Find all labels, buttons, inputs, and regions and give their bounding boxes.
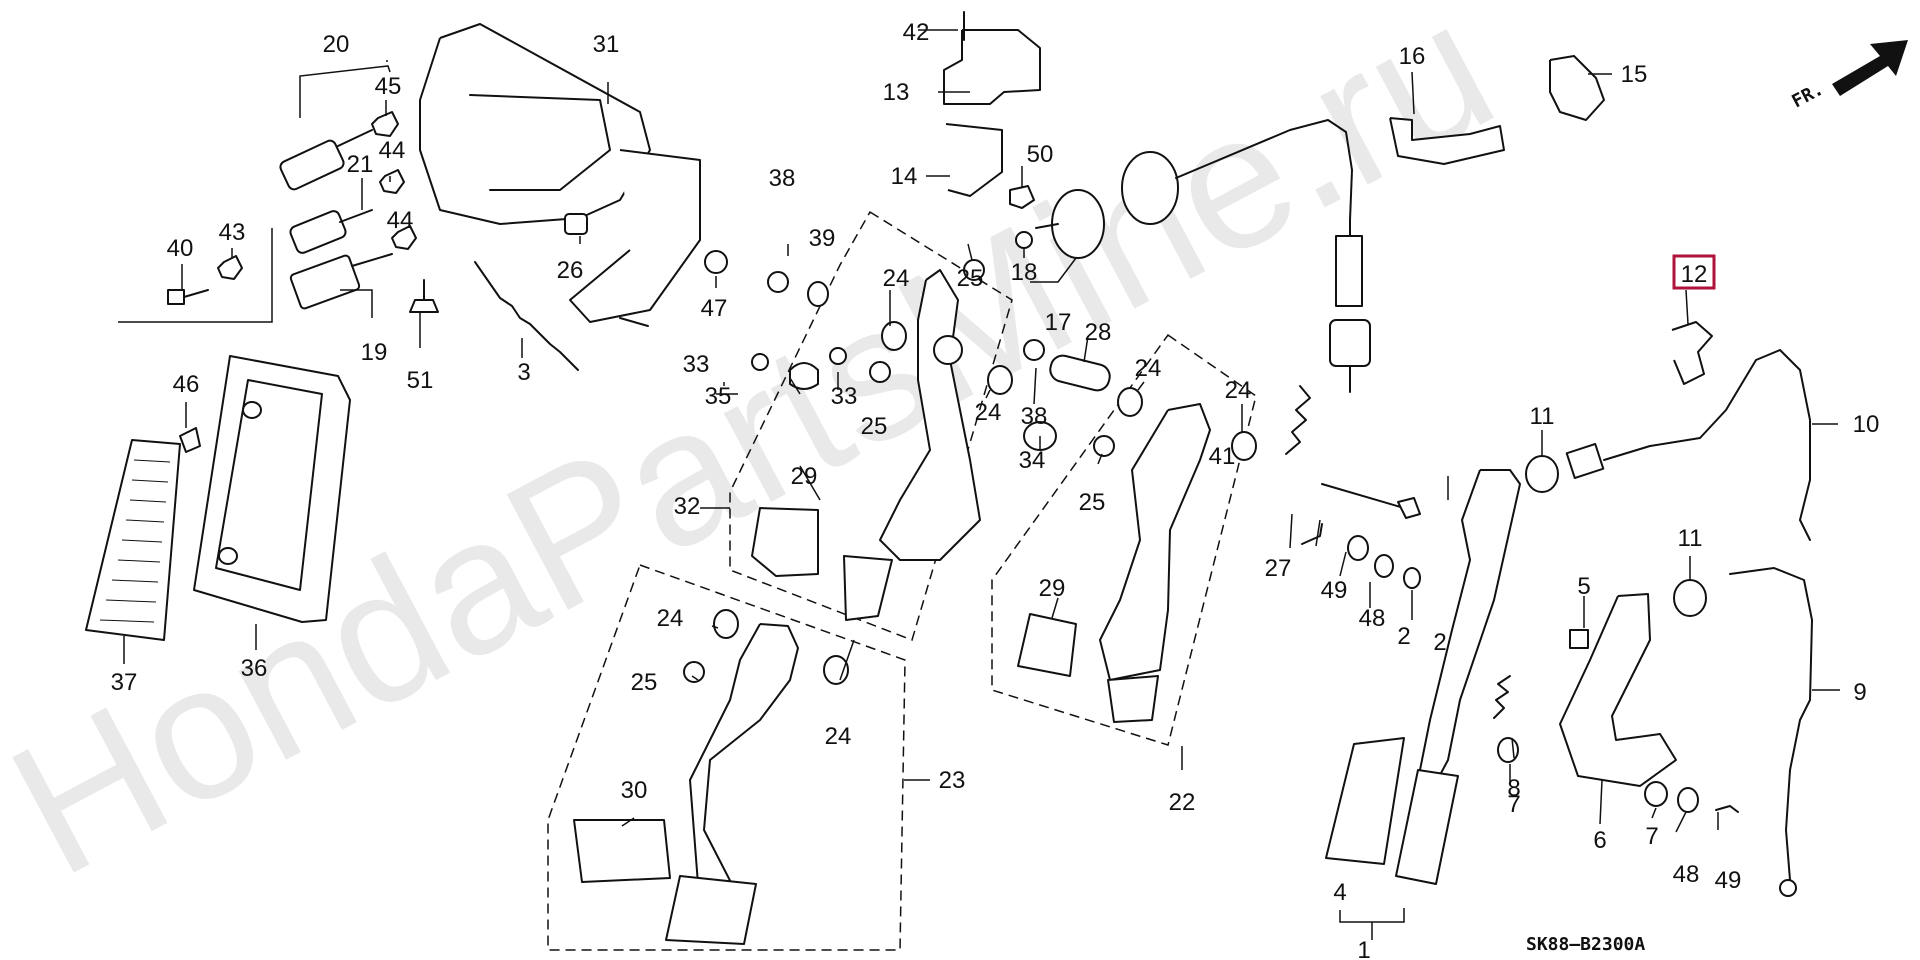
callout-label: 30 [621, 777, 648, 804]
callout-label: 24 [1135, 355, 1162, 382]
bracket-31 [419, 23, 701, 327]
callout-label: 35 [705, 383, 732, 410]
callout-label: 6 [1593, 827, 1606, 854]
callout-label: 10 [1853, 411, 1880, 438]
callout-label-highlighted: 12 [1681, 261, 1708, 288]
switch-19 [289, 253, 393, 310]
bolt-51 [409, 279, 439, 313]
callout-label: 34 [1019, 447, 1046, 474]
group-outlines [118, 60, 1257, 951]
cable-10 [1565, 349, 1811, 541]
callout-label: 23 [939, 767, 966, 794]
callout-label: 17 [1045, 309, 1072, 336]
callout-label: 33 [683, 351, 710, 378]
callout-label: 9 [1853, 679, 1866, 706]
accelerator-pedal-1 [1325, 469, 1521, 885]
callout-label: 38 [1021, 403, 1048, 430]
pedal-assembly-32 [751, 269, 981, 621]
callout-labels: 1 2 2 3 4 5 6 7 7 8 9 10 11 11 12 13 14 … [111, 19, 1880, 960]
bracket-13 [943, 11, 1041, 105]
callout-label: 15 [1621, 61, 1648, 88]
pedal-pad-37 [85, 439, 181, 641]
callout-label: 25 [631, 669, 658, 696]
bolt-40 [167, 289, 209, 305]
pedal-assembly-23 [573, 623, 799, 945]
callout-label: 1 [1357, 937, 1370, 960]
callout-label: 29 [791, 463, 818, 490]
cable-9 [1729, 567, 1813, 897]
callout-label: 26 [557, 257, 584, 284]
callout-label: 31 [593, 31, 620, 58]
callout-label: 25 [1079, 489, 1106, 516]
callout-label: 24 [883, 265, 910, 292]
callout-label: 40 [167, 235, 194, 262]
callout-label: 11 [1530, 403, 1555, 430]
callout-label: 8 [1507, 775, 1520, 802]
callout-label: 21 [347, 151, 374, 178]
cover-36 [193, 355, 351, 623]
callout-label: 49 [1715, 867, 1742, 894]
callout-label: 33 [831, 383, 858, 410]
callout-label: 37 [111, 669, 138, 696]
pedal-assembly-22 [1017, 403, 1211, 723]
callout-label: 7 [1507, 791, 1520, 818]
callout-label: 2 [1433, 629, 1446, 656]
switch-21 [289, 209, 373, 254]
callout-label: 2 [1397, 623, 1410, 650]
diagram-code: SK88–B2300A [1526, 934, 1645, 955]
callout-label: 42 [903, 19, 930, 46]
leader-lines [123, 29, 1840, 940]
callout-label: 46 [173, 371, 200, 398]
cable-17 [1015, 119, 1371, 393]
front-arrow-icon: FR. [1788, 40, 1908, 112]
callout-label: 11 [1678, 525, 1703, 552]
highlight-box-12 [1672, 254, 1716, 290]
callout-label: 25 [957, 265, 984, 292]
callout-label: 24 [1225, 377, 1252, 404]
callout-label: 44 [379, 137, 406, 164]
callout-label: 39 [809, 225, 836, 252]
callout-label: 5 [1577, 573, 1590, 600]
callout-label: 14 [891, 163, 918, 190]
bracket-14 [945, 123, 1003, 197]
callout-label: 47 [701, 295, 728, 322]
callout-label: 24 [825, 723, 852, 750]
callout-label: 49 [1321, 577, 1348, 604]
callout-label: 36 [241, 655, 268, 682]
callout-label: 24 [975, 399, 1002, 426]
callout-label: 19 [361, 339, 388, 366]
callout-label: 20 [323, 31, 350, 58]
callout-label: 13 [883, 79, 910, 106]
callout-label: 29 [1039, 575, 1066, 602]
callout-label: 24 [657, 605, 684, 632]
callout-label: 51 [407, 367, 434, 394]
callout-label: 32 [674, 493, 701, 520]
part-shapes: FR. [85, 11, 1908, 945]
switch-20 [279, 129, 373, 191]
callout-label: 18 [1011, 259, 1038, 286]
callout-label: 27 [1265, 555, 1292, 582]
callout-label: 3 [517, 359, 530, 386]
callout-label: 41 [1209, 443, 1236, 470]
callout-label: 16 [1399, 43, 1426, 70]
callout-label: 43 [219, 219, 246, 246]
callout-label: 28 [1085, 319, 1112, 346]
callout-label: 48 [1673, 861, 1700, 888]
callout-label: 4 [1333, 879, 1346, 906]
callout-label: 45 [375, 73, 402, 100]
callout-label: 7 [1645, 823, 1658, 850]
callout-label: 22 [1169, 789, 1196, 816]
callout-label: 50 [1027, 141, 1054, 168]
front-label: FR. [1788, 79, 1827, 113]
callout-label: 44 [387, 207, 414, 234]
callout-label: 38 [769, 165, 796, 192]
callout-label: 48 [1359, 605, 1386, 632]
callout-label: 25 [861, 413, 888, 440]
